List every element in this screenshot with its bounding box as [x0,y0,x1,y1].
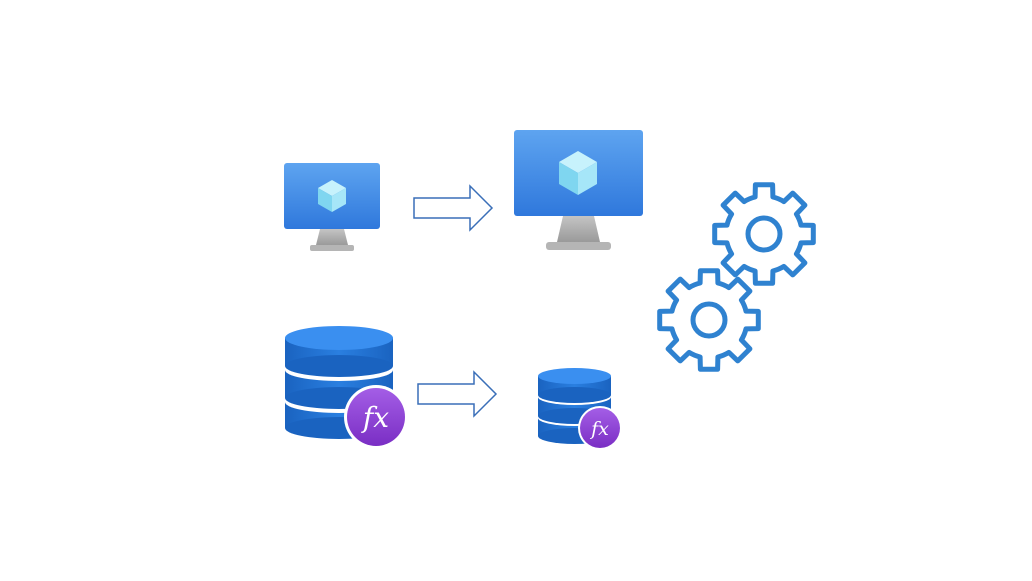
db-source-icon [285,326,393,439]
vm-scale-arrow-icon [413,184,494,232]
cube-icon [559,151,597,195]
vm-source-icon [284,163,380,251]
function-badge-icon: fx [578,406,622,450]
gear-top-outline [712,182,816,286]
function-badge-icon: fx [344,385,408,449]
vm-target-icon [514,130,643,250]
gears-icon [657,182,816,372]
db-scale-arrow-icon [417,370,498,418]
cube-icon [318,180,346,212]
gear-bottom-icon [657,268,761,372]
function-badge-label: fx [589,418,609,440]
gear-bottom-hub [690,301,728,339]
function-badge-label: fx [361,401,389,434]
gear-bottom-outline [657,268,761,372]
gear-top-icon [712,182,816,286]
gear-top-hub [745,215,783,253]
